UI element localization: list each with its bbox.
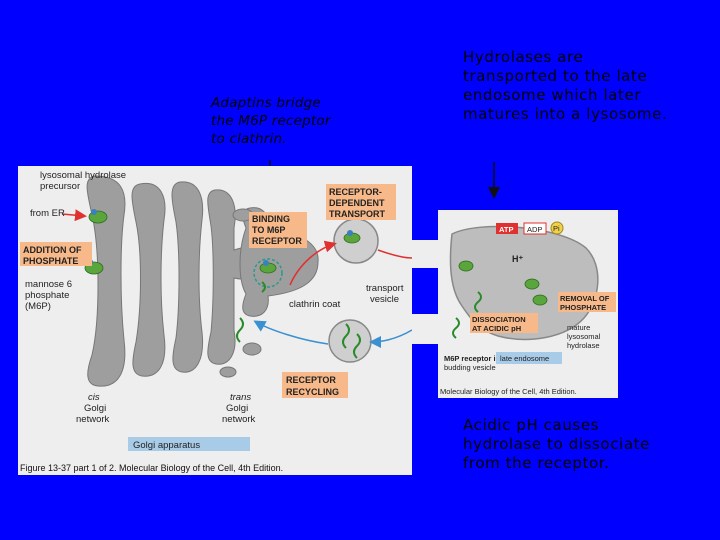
figure-caption-right: Molecular Biology of the Cell, 4th Editi… [440, 387, 577, 396]
label-lysosomal-hydrolase: lysosomal hydrolase [40, 170, 126, 181]
recycling-badge [282, 372, 348, 398]
connector-bottom [412, 314, 438, 344]
label-binding-line1: BINDING [252, 214, 290, 224]
label-clathrin-coat: clathrin coat [289, 299, 341, 310]
label-transport-line2: vesicle [370, 294, 399, 305]
label-dissociation-line1: DISSOCIATION [472, 315, 526, 324]
m6p-receptors [236, 281, 361, 359]
label-addition-line2: PHOSPHATE [23, 256, 78, 266]
arrow-to-endosome [377, 249, 413, 259]
label-mature-line2: lysosomal [567, 332, 601, 341]
addition-badge [20, 242, 92, 266]
label-receptor-dep-line2: DEPENDENT [329, 198, 385, 208]
label-mature-line1: mature [567, 323, 590, 332]
label-trans-line3: network [222, 414, 256, 425]
pi-icon [550, 221, 564, 235]
label-late-endosome: late endosome [500, 354, 549, 363]
golgi-stack [86, 175, 319, 387]
label-addition-line1: ADDITION OF [23, 245, 82, 255]
label-transport-line1: transport [366, 283, 404, 294]
label-cis-line2: Golgi [84, 403, 106, 414]
recycling-vesicle-shape [328, 319, 372, 363]
arrow-from-er [61, 209, 87, 222]
caption-acidic-ph: Acidic pH causes hydrolase to dissociate… [463, 416, 650, 472]
removal-badge [558, 292, 616, 312]
label-dissociation-line2: AT ACIDIC pH [472, 324, 521, 333]
label-precursor: precursor [40, 181, 80, 192]
label-trans-line1: trans [230, 392, 251, 403]
receptor-dependent-badge [326, 184, 396, 220]
label-mature-line3: hydrolase [567, 341, 600, 350]
late-endosome-badge [496, 352, 562, 364]
golgi-vesicle-3 [219, 366, 237, 378]
figure-caption-left: Figure 13-37 part 1 of 2. Molecular Biol… [20, 463, 283, 473]
label-adp: ADP [527, 225, 542, 234]
label-atp: ATP [499, 225, 513, 234]
label-cis-line1: cis [88, 392, 100, 403]
arrow-recycling [369, 329, 413, 348]
label-receptor-dep-line3: TRANSPORT [329, 209, 386, 219]
label-removal-line1: REMOVAL OF [560, 294, 610, 303]
golgi-figure: lysosomal hydrolase precursor from ER AD… [18, 166, 413, 475]
endosome-hydrolases [458, 260, 548, 306]
atp-badge [496, 223, 518, 234]
label-trans-line2: Golgi [226, 403, 248, 414]
connector-top [412, 240, 438, 268]
label-cis-line3: network [76, 414, 110, 425]
dissociation-badge [470, 313, 538, 333]
golgi-vesicle-2 [242, 342, 262, 356]
clathrin-coated-bud [253, 258, 283, 288]
arrow-recycling-back [253, 320, 329, 345]
golgi-apparatus-badge [128, 437, 250, 451]
label-from-er: from ER [30, 208, 65, 219]
label-m6p-line1: mannose 6 [25, 279, 72, 290]
phosphate-tags [87, 209, 353, 266]
label-h-plus: H⁺ [512, 254, 523, 264]
label-recycling-line2: RECYCLING [286, 387, 339, 397]
label-receptor-dep-line1: RECEPTOR- [329, 187, 382, 197]
label-pi: Pi [553, 224, 560, 233]
caption-adaptins: Adaptins bridge the M6P receptor to clat… [211, 95, 331, 147]
label-m6p-line3: (M6P) [25, 301, 51, 312]
endosome-figure: ATP ADP Pi H⁺ REMOVAL OF PHOSPHATE DISSO… [412, 210, 618, 398]
label-removal-line2: PHOSPHATE [560, 303, 606, 312]
arrow-to-transport-vesicle [289, 240, 337, 286]
endosome-receptors [452, 291, 482, 339]
label-binding-line3: RECEPTOR [252, 236, 302, 246]
adp-badge [523, 222, 547, 235]
label-golgi-apparatus: Golgi apparatus [133, 440, 200, 451]
label-binding-line2: TO M6P [252, 225, 285, 235]
label-m6p-line2: phosphate [25, 290, 69, 301]
label-m6p-receptor-line1: M6P receptor in [444, 354, 501, 363]
caption-hydrolases: Hydrolases are transported to the late e… [463, 48, 668, 123]
label-m6p-receptor-line2: budding vesicle [444, 363, 496, 372]
label-recycling-line1: RECEPTOR [286, 375, 336, 385]
binding-badge [249, 212, 307, 248]
